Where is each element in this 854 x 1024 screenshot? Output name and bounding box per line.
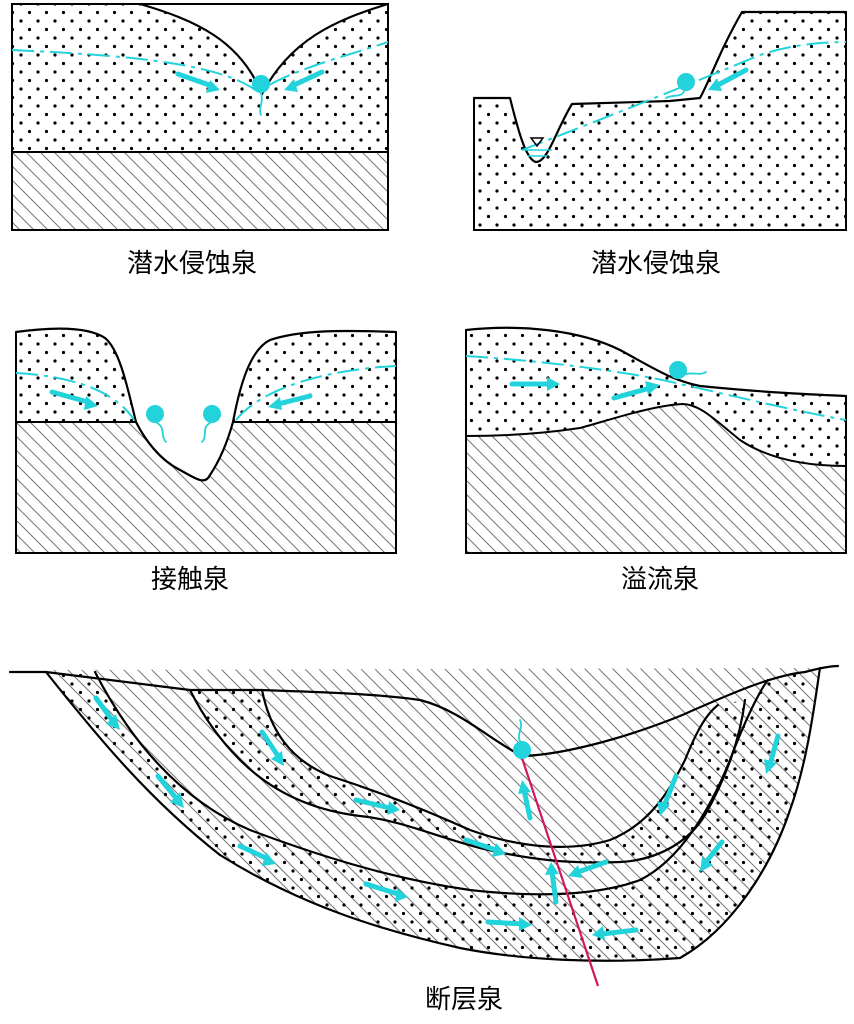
flow-arrow xyxy=(353,797,393,811)
water-table xyxy=(15,372,135,421)
spring-icon xyxy=(146,405,164,423)
spring-icon xyxy=(669,361,687,379)
flow-arrows-inner xyxy=(259,729,679,878)
flow-arrow xyxy=(521,787,533,821)
ground-surface xyxy=(472,10,848,164)
permeable-layer xyxy=(466,327,846,466)
flow-arrow xyxy=(713,67,749,89)
flow-arrowhead-icon xyxy=(518,780,531,794)
ground-surface xyxy=(8,664,840,758)
flow-arrow xyxy=(485,919,525,927)
flow-arrow xyxy=(661,773,679,809)
flow-arrowhead-icon xyxy=(764,759,777,774)
flow-arrowhead-icon xyxy=(106,714,120,730)
flow-arrowhead-icon xyxy=(271,751,284,766)
water-table xyxy=(11,41,389,94)
flow-arrow xyxy=(93,695,115,723)
impermeable-layer xyxy=(12,152,388,230)
flow-arrowhead-icon xyxy=(492,843,506,857)
flow-arrowhead-icon xyxy=(268,397,282,410)
flow-arrow xyxy=(767,733,781,767)
spring-icon xyxy=(513,741,531,759)
bed-boundary xyxy=(260,688,720,848)
flow-arrowhead-icon xyxy=(657,801,670,816)
layer-boundary xyxy=(465,402,847,467)
panel-2-caption: 潜水侵蚀泉 xyxy=(591,249,721,279)
panel-3-contact-spring: 接触泉 xyxy=(14,327,398,595)
spring-outflow xyxy=(517,719,523,742)
flow-arrow xyxy=(363,881,401,897)
water-table xyxy=(521,41,847,151)
panel-4-overflow-spring: 溢流泉 xyxy=(464,326,848,595)
spring-icon xyxy=(203,405,221,423)
permeable-layer xyxy=(190,690,745,863)
fault-line xyxy=(520,757,600,987)
flow-arrowhead-icon xyxy=(700,857,713,872)
ground-surface xyxy=(14,327,398,482)
panel-5-fault-spring: 断层泉 xyxy=(8,664,840,1015)
permeable-layer xyxy=(46,672,808,961)
panel-frame xyxy=(11,3,389,231)
flow-arrowhead-icon xyxy=(592,926,605,940)
flow-arrows-outer xyxy=(93,695,781,940)
panel-frame xyxy=(473,12,847,231)
spring-outflow xyxy=(156,422,167,443)
flow-arrow xyxy=(49,389,91,405)
flow-arrowhead-icon xyxy=(262,852,276,866)
flow-arrow xyxy=(703,839,725,865)
flow-arrowhead-icon xyxy=(645,381,660,395)
ground-surface xyxy=(464,326,848,398)
panel-3-caption: 接触泉 xyxy=(151,565,229,595)
flow-arrowhead-icon xyxy=(387,801,400,815)
panel-frame xyxy=(15,332,397,554)
panel-frame xyxy=(465,330,847,554)
flow-arrowhead-icon xyxy=(170,792,184,808)
panel-1-caption: 潜水侵蚀泉 xyxy=(127,249,257,279)
flow-arrowhead-icon xyxy=(84,396,98,410)
permeable-layer xyxy=(474,12,846,230)
bed-boundary xyxy=(188,688,747,864)
bed-boundary xyxy=(44,666,822,962)
panel-2-phreatic-erosion-spring: 潜水侵蚀泉 xyxy=(472,10,848,279)
flow-arrow xyxy=(175,71,215,89)
impermeable-layer xyxy=(466,404,846,553)
flow-arrowhead-icon xyxy=(395,888,408,902)
flow-arrow xyxy=(463,837,499,853)
spring-outflow xyxy=(665,90,685,99)
spring-outflow xyxy=(685,371,707,375)
impermeable-layer xyxy=(16,422,396,553)
flow-arrow xyxy=(599,927,639,937)
panel-5-caption: 断层泉 xyxy=(425,985,503,1015)
flow-arrow xyxy=(155,773,179,801)
spring-icon xyxy=(252,75,270,93)
flow-arrowhead-icon xyxy=(206,80,220,93)
flow-arrowhead-icon xyxy=(547,377,560,391)
flow-arrowhead-icon xyxy=(545,862,559,875)
panel-1-phreatic-erosion-spring: 潜水侵蚀泉 xyxy=(11,2,390,279)
flow-arrow xyxy=(259,729,281,759)
flow-arrowhead-icon xyxy=(284,79,298,92)
spring-outflow xyxy=(259,92,263,116)
flow-arrow xyxy=(549,869,559,905)
flow-arrowhead-icon xyxy=(568,865,582,878)
flow-arrow xyxy=(275,393,313,407)
flow-arrow xyxy=(289,69,325,89)
flow-arrowhead-icon xyxy=(519,917,532,931)
water-table xyxy=(465,355,847,421)
flow-arrow xyxy=(611,385,653,401)
flow-arrow xyxy=(237,843,269,861)
panel-4-caption: 溢流泉 xyxy=(621,565,699,595)
flow-arrow xyxy=(575,859,609,875)
water-table xyxy=(235,365,397,421)
spring-icon xyxy=(677,73,695,91)
permeable-layer xyxy=(12,4,388,152)
flow-arrowhead-icon xyxy=(708,78,722,91)
water-level-icon xyxy=(529,137,545,148)
spring-outflow xyxy=(201,422,211,443)
